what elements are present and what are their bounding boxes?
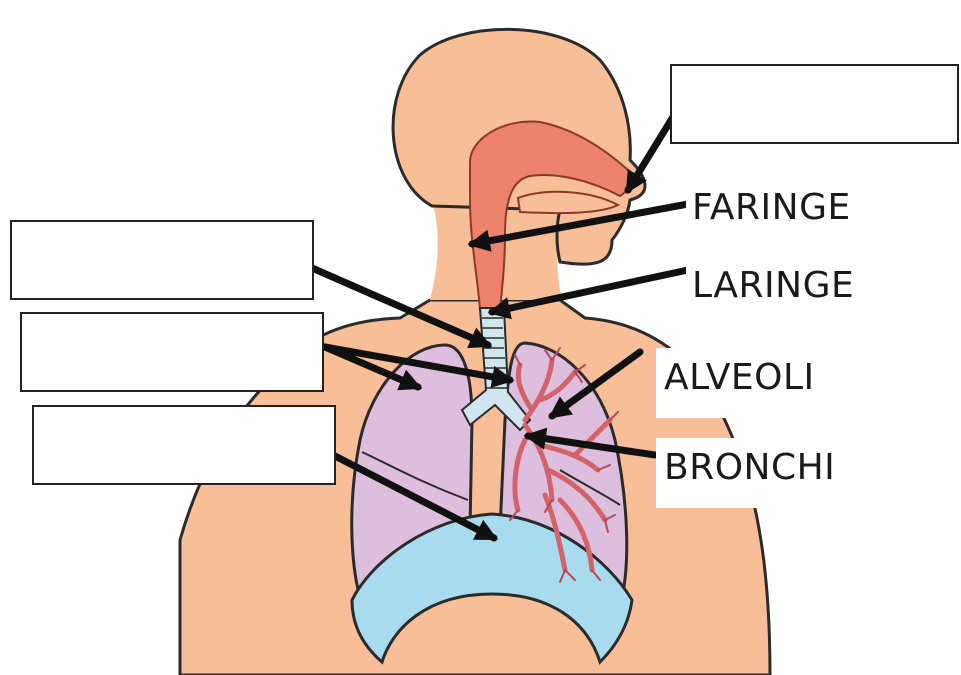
blank-answer-box-trachea[interactable] (10, 220, 314, 300)
label-laringe: LARINGE (686, 264, 860, 308)
label-alveoli: ALVEOLI (656, 348, 823, 418)
label-bronchi: BRONCHI (656, 438, 843, 508)
label-faringe: FARINGE (686, 186, 857, 230)
blank-answer-box-diaphragm[interactable] (32, 405, 336, 485)
arrow-nose (628, 112, 676, 190)
blank-answer-box-lungs[interactable] (20, 312, 324, 392)
blank-answer-box-nose[interactable] (670, 64, 959, 144)
